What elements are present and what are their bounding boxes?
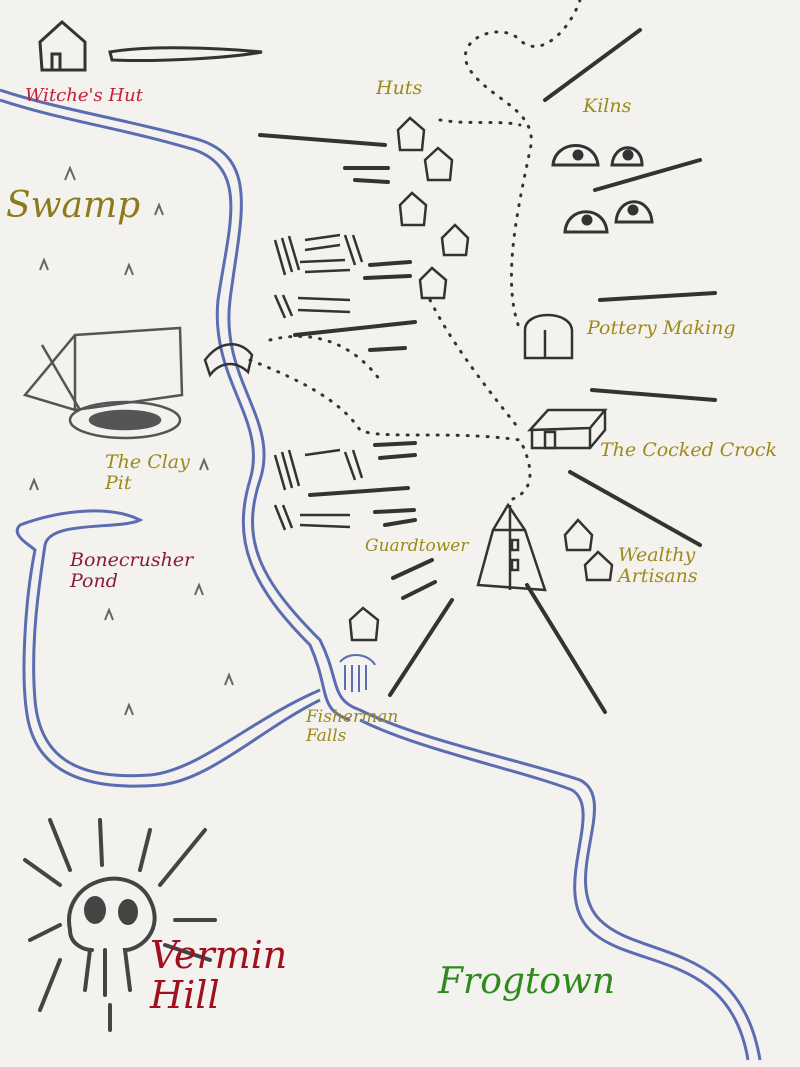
- label-bonecrusher-pond: Bonecrusher Pond: [70, 550, 193, 592]
- label-clay-pit-line2: Pit: [105, 471, 132, 494]
- label-witches-hut: Witche's Hut: [25, 85, 143, 106]
- pottery-building-icon: [523, 313, 574, 360]
- tavern-icon: [527, 408, 608, 450]
- label-bonecrusher-line2: Pond: [70, 569, 118, 592]
- label-kilns: Kilns: [583, 95, 632, 117]
- label-wealthy-line2: Artisans: [618, 564, 698, 587]
- swamp-shape: [108, 46, 263, 63]
- label-clay-pit-line1: The Clay: [105, 451, 190, 473]
- label-guardtower: Guardtower: [365, 536, 469, 556]
- kilns-icons: [551, 144, 654, 234]
- skull-icon: [23, 818, 217, 1032]
- clay-pit-icon: [22, 326, 184, 440]
- roads: [258, 28, 717, 714]
- label-cocked-crock: The Cocked Crock: [600, 439, 777, 461]
- label-fisherman-line2: Falls: [306, 725, 347, 746]
- river: [0, 88, 762, 1061]
- label-fisherman-falls: Fisherman Falls: [306, 708, 398, 745]
- label-wealthy-line1: Wealthy: [618, 544, 696, 566]
- witch-hut-icon: [38, 19, 87, 72]
- label-wealthy-artisans: Wealthy Artisans: [618, 545, 698, 587]
- guardtower-icon: [476, 502, 547, 592]
- label-pottery-making: Pottery Making: [587, 317, 736, 339]
- label-frogtown: Frogtown: [438, 961, 616, 1002]
- fields: [273, 233, 364, 531]
- dotted-paths: [248, 0, 582, 502]
- label-vermin-line2: Hill: [150, 972, 220, 1017]
- label-bonecrusher-line1: Bonecrusher: [70, 549, 194, 571]
- falls-icon: [339, 654, 376, 692]
- label-fisherman-line1: Fisherman: [306, 707, 399, 727]
- label-vermin-line1: Vermin: [150, 933, 288, 977]
- grass-tufts: [29, 165, 234, 716]
- label-huts: Huts: [376, 77, 423, 99]
- label-swamp: Swamp: [6, 185, 141, 226]
- bridge-icon: [203, 343, 254, 378]
- huts-icons: [348, 116, 614, 642]
- label-clay-pit: The Clay Pit: [105, 452, 190, 494]
- label-vermin-hill: Vermin Hill: [150, 933, 288, 1017]
